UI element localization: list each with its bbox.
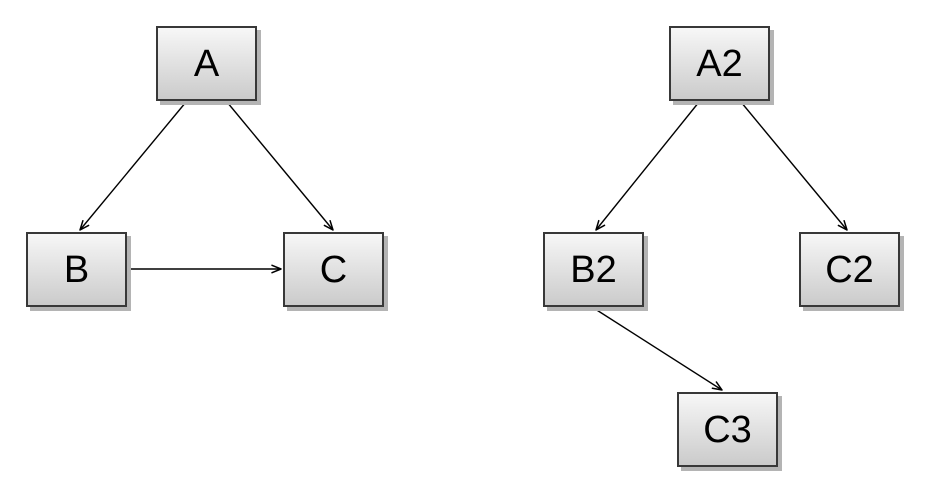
node-C3[interactable]: C3 — [677, 392, 778, 467]
node-B2[interactable]: B2 — [543, 232, 644, 307]
node-C2-label: C2 — [825, 248, 874, 291]
node-C-label: C — [319, 248, 348, 291]
node-B[interactable]: B — [26, 232, 127, 307]
edge-A2-B2[interactable] — [595, 101, 700, 231]
edge-A-B[interactable] — [79, 101, 187, 231]
node-A[interactable]: A — [156, 26, 257, 101]
edge-B2-C3[interactable] — [591, 306, 723, 391]
edge-A2-C2[interactable] — [740, 101, 848, 231]
node-A-label: A — [193, 42, 220, 85]
node-C3-label: C3 — [703, 408, 752, 451]
node-A2-label: A2 — [696, 42, 743, 85]
node-A2[interactable]: A2 — [669, 26, 770, 101]
edge-A-C[interactable] — [226, 101, 334, 231]
node-C[interactable]: C — [283, 232, 384, 307]
node-B-label: B — [63, 248, 90, 291]
node-C2[interactable]: C2 — [799, 232, 900, 307]
node-B2-label: B2 — [570, 248, 617, 291]
